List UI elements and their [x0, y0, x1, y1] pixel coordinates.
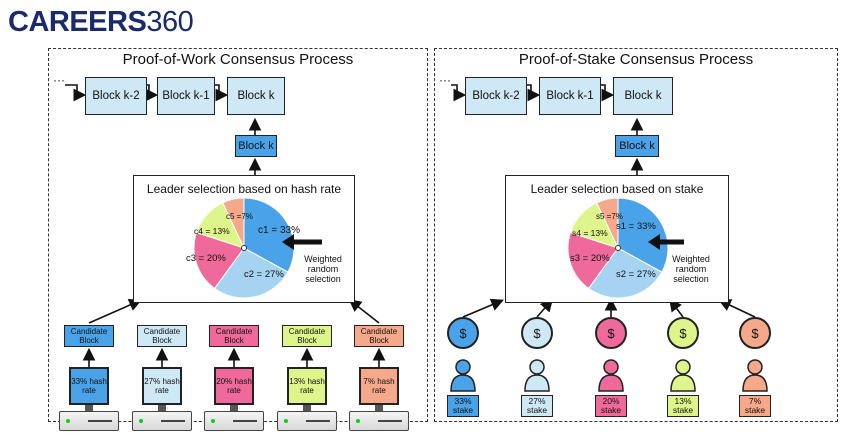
pie-pow-slice-3 — [193, 231, 245, 290]
pos-pie-chart — [567, 197, 669, 299]
pie-pos-slice-5 — [596, 197, 619, 249]
person-body-icon — [598, 374, 624, 392]
person-head-icon — [529, 359, 545, 375]
miner-computer-icon: 20% hash rate — [204, 367, 264, 433]
person-body-icon — [742, 374, 768, 392]
dollar-coin-icon: $ — [595, 317, 627, 349]
pie-pow-slice-2 — [213, 247, 289, 299]
pos-slice-label-3: s3 = 20% — [570, 253, 610, 264]
person-body-icon — [524, 374, 550, 392]
pos-stake-label: 33% stake — [447, 395, 479, 417]
pow-slice-label-3: c3 = 20% — [186, 253, 226, 264]
pow-slice-label-1: c1 = 33% — [258, 225, 300, 236]
pos-stake-label: 13% stake — [667, 395, 699, 417]
pow-panel: Proof-of-Work Consensus Process ··· Bloc… — [48, 48, 428, 431]
pow-chain-dots: ··· — [53, 73, 65, 87]
person-head-icon — [675, 359, 691, 375]
pow-leader-title: Leader selection based on hash rate — [146, 182, 342, 196]
pow-hash-rate: 27% hash rate — [142, 367, 182, 405]
pos-chain-block-k1: Block k-1 — [539, 77, 601, 115]
pie-pow-center-dot — [241, 245, 247, 251]
pow-slice-label-2: c2 = 27% — [244, 269, 284, 280]
pow-leader-box: Leader selection based on hash rate c1 =… — [133, 175, 355, 303]
pow-new-block: Block k — [235, 135, 277, 157]
pow-slice-label-4: c4 = 13% — [194, 226, 230, 236]
pie-pow-slice-1 — [243, 197, 295, 273]
pow-hash-rate: 13% hash rate — [287, 367, 327, 405]
person-head-icon — [603, 359, 619, 375]
pie-pos-slice-3 — [567, 231, 619, 290]
dollar-coin-icon: $ — [667, 317, 699, 349]
pow-candidate-block: Candidate Block — [64, 325, 114, 347]
pow-candidate-block: Candidate Block — [282, 325, 332, 347]
pos-title: Proof-of-Stake Consensus Process — [518, 51, 754, 68]
pos-person-icons — [450, 359, 768, 392]
pow-chain-block-k1: Block k-1 — [157, 77, 215, 115]
pos-slice-label-2: s2 = 27% — [616, 269, 656, 280]
miner-computer-icon: 27% hash rate — [132, 367, 192, 433]
pos-leader-box: Leader selection based on stake s1 = 33%… — [505, 175, 729, 303]
brand-light: 360 — [146, 6, 194, 38]
miner-computer-icon: 33% hash rate — [59, 367, 119, 433]
pow-weighted-label: Weighted random selection — [304, 254, 342, 284]
pie-pow-slice-5 — [222, 197, 245, 249]
pow-candidate-block: Candidate Block — [209, 325, 259, 347]
miner-computer-icon: 13% hash rate — [277, 367, 337, 433]
pos-slice-label-5: s5 =7% — [596, 212, 623, 221]
pow-candidate-block: Candidate Block — [354, 325, 404, 347]
pos-leader-title: Leader selection based on stake — [530, 182, 704, 196]
pos-chain-block-k2: Block k-2 — [465, 77, 527, 115]
pow-candidate-block: Candidate Block — [137, 325, 187, 347]
pow-connectors — [65, 84, 386, 367]
person-head-icon — [455, 359, 471, 375]
dollar-coin-icon: $ — [739, 317, 771, 349]
pos-stake-label: 20% stake — [595, 395, 627, 417]
brand-bold: CAREERS — [8, 6, 147, 38]
dollar-coin-icon: $ — [521, 317, 553, 349]
pie-pos-slice-1 — [617, 197, 669, 273]
pow-chain-block-k: Block k — [227, 77, 285, 115]
dollar-coin-icon: $ — [447, 317, 479, 349]
pos-panel: Proof-of-Stake Consensus Process ··· Blo… — [434, 48, 838, 422]
pos-stake-label: 7% stake — [739, 395, 771, 417]
pow-hash-rate: 33% hash rate — [69, 367, 109, 405]
pos-chain-dots: ··· — [439, 73, 451, 87]
pow-title: Proof-of-Work Consensus Process — [122, 51, 354, 68]
pow-hash-rate: 20% hash rate — [214, 367, 254, 405]
pos-weighted-label: Weighted random selection — [672, 254, 710, 284]
pos-slice-label-4: s4 = 13% — [572, 228, 608, 238]
pos-slice-label-1: s1 = 33% — [616, 221, 656, 232]
pos-new-block: Block k — [615, 135, 659, 157]
person-body-icon — [670, 374, 696, 392]
pow-pie-chart — [193, 197, 295, 299]
pos-chain-block-k: Block k — [613, 77, 673, 115]
miner-computer-icon: 7% hash rate — [349, 367, 409, 433]
pie-pos-slice-2 — [587, 247, 663, 299]
pow-weighted-arrow — [282, 234, 322, 250]
person-body-icon — [450, 374, 476, 392]
pow-hash-rate: 7% hash rate — [359, 367, 399, 405]
pos-connectors — [451, 84, 756, 318]
brand-logo: CAREERS360 — [8, 4, 194, 40]
pow-chain-block-k2: Block k-2 — [85, 77, 147, 115]
pie-pos-center-dot — [615, 245, 621, 251]
pos-weighted-arrow — [648, 234, 684, 250]
person-head-icon — [747, 359, 763, 375]
pos-stake-label: 27% stake — [521, 395, 553, 417]
pow-slice-label-5: c5 =7% — [226, 212, 253, 221]
